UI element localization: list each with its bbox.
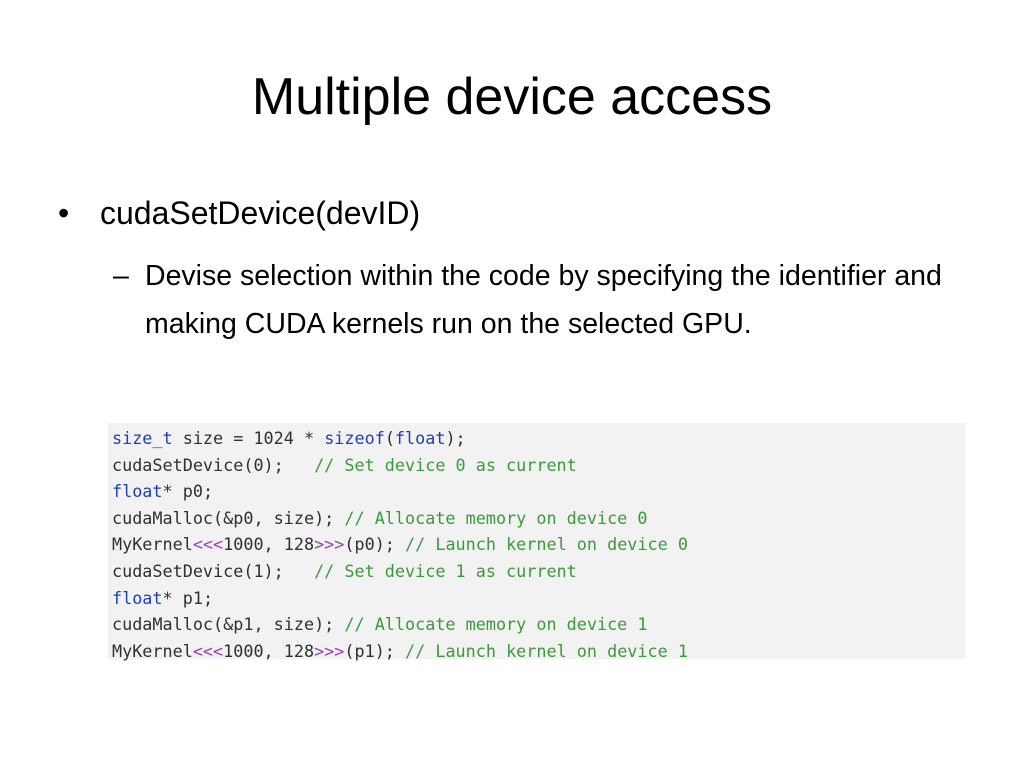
code-line: cudaMalloc(&p0, size); // Allocate memor…	[112, 505, 965, 532]
bullet-marker: •	[58, 195, 70, 231]
code-token: * p1;	[162, 587, 214, 608]
slide-title: Multiple device access	[251, 68, 773, 126]
code-token: );	[445, 428, 466, 448]
code-token: (	[384, 428, 395, 448]
code-line: cudaMalloc(&p1, size); // Allocate memor…	[112, 611, 965, 638]
sub-bullet-marker: –	[113, 260, 129, 292]
code-line: MyKernel<<<1000, 128>>>(p1); // Launch k…	[112, 638, 965, 665]
code-token: 1000, 128	[223, 640, 315, 661]
code-token: MyKernel	[112, 534, 193, 555]
code-comment: // Allocate memory on device 1	[344, 614, 648, 635]
code-token: size_t	[112, 428, 173, 448]
code-token: * p0;	[162, 481, 214, 502]
code-line: cudaSetDevice(0); // Set device 0 as cur…	[112, 452, 965, 479]
code-token: float	[112, 587, 163, 608]
code-line: cudaSetDevice(1); // Set device 1 as cur…	[112, 558, 965, 585]
code-comment: // Set device 0 as current	[314, 454, 577, 475]
code-token: >>>	[314, 640, 345, 661]
code-line: size_t size = 1024 * sizeof(float);	[112, 425, 965, 452]
code-comment: // Launch kernel on device 1	[405, 640, 688, 661]
code-token: (p1);	[344, 640, 395, 661]
code-comment: // Set device 1 as current	[314, 560, 577, 581]
code-comment: // Launch kernel on device 0	[405, 534, 688, 555]
code-token: <<<	[192, 534, 224, 555]
code-token: cudaMalloc(&p0, size);	[112, 507, 335, 528]
sub-bullet-text: Devise selection within the code by spec…	[145, 260, 942, 340]
code-token: MyKernel	[112, 640, 193, 661]
code-token: <<<	[192, 640, 224, 661]
code-token: float	[394, 428, 446, 448]
code-token: (p0);	[344, 534, 395, 555]
code-token: sizeof	[324, 428, 385, 448]
bullet-text: cudaSetDevice(devID)	[100, 195, 421, 231]
code-line: float* p0;	[112, 478, 965, 505]
code-token: cudaSetDevice(0);	[112, 454, 284, 475]
code-token: >>>	[314, 534, 345, 555]
code-line: float* p1;	[112, 585, 965, 612]
code-token: 1000, 128	[223, 534, 315, 555]
code-token: size = 1024 *	[172, 428, 325, 448]
code-block: size_t size = 1024 * sizeof(float);cudaS…	[108, 423, 965, 661]
code-token: cudaSetDevice(1);	[112, 560, 284, 581]
bullet-item: • cudaSetDevice(devID)	[58, 190, 958, 236]
sub-bullet-item: – Devise selection within the code by sp…	[113, 252, 973, 348]
code-token: float	[112, 481, 163, 502]
code-comment: // Allocate memory on device 0	[344, 507, 648, 528]
code-line: MyKernel<<<1000, 128>>>(p0); // Launch k…	[112, 531, 965, 558]
code-token: cudaMalloc(&p1, size);	[112, 614, 335, 635]
